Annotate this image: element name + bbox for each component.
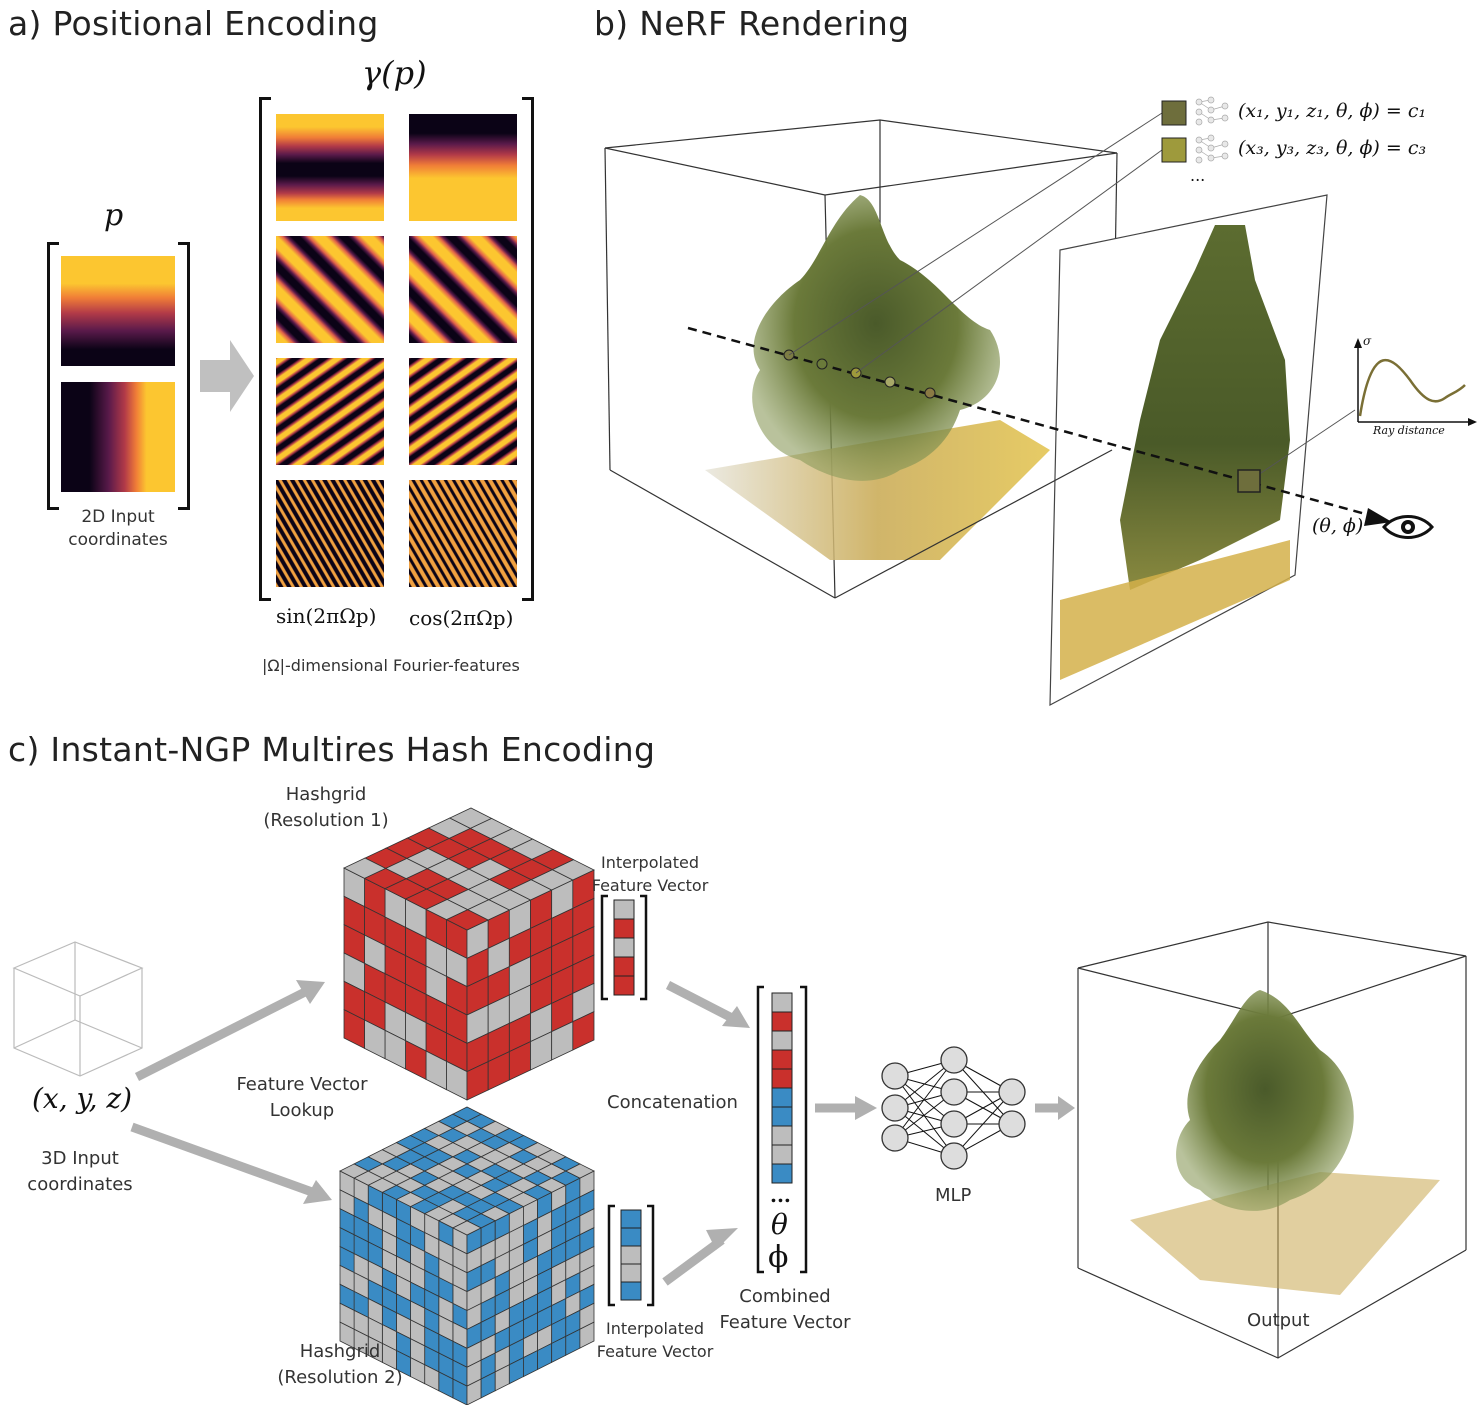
input-x-gradient-image [61, 382, 175, 492]
output-label: Output [1247, 1310, 1310, 1331]
hashgrid-cube-res1 [343, 807, 595, 1101]
hashgrid-res2-caption: Hashgrid(Resolution 2) [277, 1341, 403, 1388]
sin-label: sin(2πΩp) [276, 604, 377, 628]
sigma-axis-label: σ [1363, 334, 1372, 348]
sample-color-1 [1161, 100, 1187, 126]
sin-feature-2 [276, 236, 384, 343]
encoding-bracket-left [259, 97, 271, 601]
eye-icon [1382, 515, 1434, 539]
sample-ellipsis: ... [1190, 166, 1206, 185]
input-coords-xyz: (x, y, z) [32, 1082, 133, 1115]
vector-theta: θ [771, 1208, 788, 1241]
encoding-bracket-right [522, 97, 534, 601]
mlp-node [940, 1142, 968, 1170]
sample-equation-1: (x₁, y₁, z₁, θ, ϕ) = c₁ [1238, 100, 1427, 122]
mlp-node [940, 1110, 968, 1138]
vector-ellipsis: ... [770, 1183, 791, 1207]
mlp-node [940, 1046, 968, 1074]
cos-feature-4 [409, 480, 517, 587]
arrow-right-icon [200, 340, 254, 412]
panel-a-title: a) Positional Encoding [8, 4, 379, 43]
mlp-node [998, 1110, 1026, 1138]
mlp-node [881, 1124, 909, 1152]
combined-vector [756, 985, 808, 1274]
cos-label: cos(2πΩp) [409, 606, 514, 630]
hashgrid-res1-caption: Hashgrid(Resolution 1) [263, 784, 389, 831]
input-bracket-left [47, 242, 59, 510]
encoding-symbol: γ(p) [362, 54, 427, 92]
fourier-features-caption: |Ω|-dimensional Fourier-features [262, 656, 520, 675]
vector-phi: ϕ [768, 1240, 789, 1275]
panel-b-title: b) NeRF Rendering [594, 4, 910, 43]
mlp-node [940, 1078, 968, 1106]
density-plot [1354, 338, 1477, 426]
mlp-label: MLP [935, 1185, 972, 1206]
interpolated-vector-1 [600, 894, 648, 1001]
input-symbol-p: p [104, 198, 124, 233]
hashgrid-cube-res2 [339, 1106, 595, 1405]
sin-feature-3 [276, 358, 384, 465]
hash-encoding-diagram [12, 807, 1467, 1405]
input-bracket-right [178, 242, 190, 510]
sin-feature-4 [276, 480, 384, 587]
sample-equation-3: (x₃, y₃, z₃, θ, ϕ) = c₃ [1238, 137, 1427, 159]
mlp-node [998, 1078, 1026, 1106]
ray-distance-label: Ray distance [1373, 424, 1445, 437]
mlp-node [881, 1062, 909, 1090]
nerf-scene [604, 96, 1477, 707]
input-cube-icon [12, 941, 144, 1077]
mlp-network-icon [881, 1046, 1026, 1170]
cos-feature-3 [409, 358, 517, 465]
view-direction-label: (θ, ϕ) [1312, 515, 1364, 537]
cos-feature-1 [409, 114, 517, 221]
cos-feature-2 [409, 236, 517, 343]
panel-c-title: c) Instant-NGP Multires Hash Encoding [8, 730, 656, 769]
sample-color-3 [1161, 137, 1187, 163]
interpolated-vector-2 [607, 1204, 655, 1307]
input-y-gradient-image [61, 256, 175, 366]
mlp-node [881, 1094, 909, 1122]
sin-feature-1 [276, 114, 384, 221]
concatenation-label: Concatenation [607, 1092, 738, 1113]
